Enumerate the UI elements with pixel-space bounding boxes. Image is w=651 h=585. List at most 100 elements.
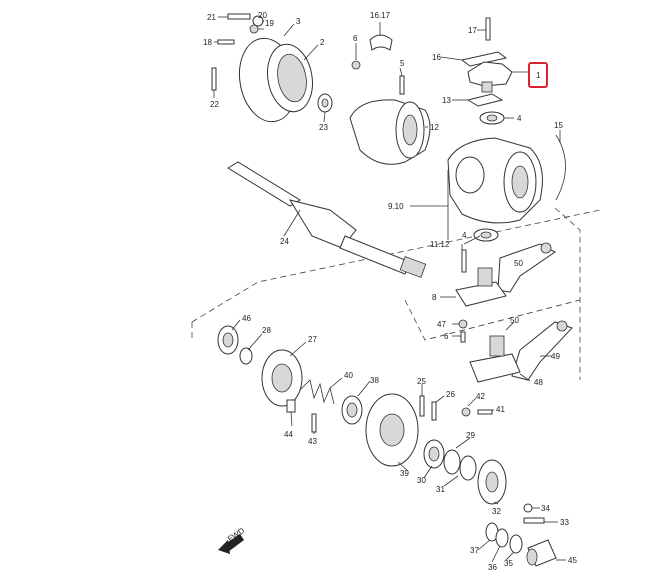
part-15-snap-ring [555,134,566,201]
part-28-washer [239,347,253,365]
part-12-housing [349,99,431,165]
part-24-drive-shaft [227,161,427,278]
label-32: 32 [492,507,501,516]
part-45-cap [526,539,557,567]
label-40: 40 [344,371,353,380]
bolt-5 [399,75,405,95]
nut-47 [458,319,468,329]
label-28: 28 [262,326,271,335]
washer-34 [523,503,533,513]
ring-29 [443,449,461,475]
front-arrow: FWD [218,526,246,554]
part-27-flange [261,349,303,407]
label-17: 17 [468,26,477,35]
part-38-ring [341,395,363,425]
label-26: 26 [446,390,455,399]
bolt-26 [431,401,437,421]
label-38: 38 [370,376,379,385]
group-outline-right [554,207,581,380]
label-43: 43 [308,437,317,446]
label-41: 41 [496,405,505,414]
washer-19 [249,24,259,34]
leader-lines [213,16,566,563]
part-46-seal [217,325,239,355]
label-6-lower: 6 [444,332,449,341]
bolt-21 [227,13,251,20]
bolt-17 [485,17,491,41]
label-50-lower: 50 [514,259,523,268]
label-45: 45 [568,556,577,565]
part-6-nut [351,60,361,70]
label-9-10: 9.10 [388,202,404,211]
label-37: 37 [470,546,479,555]
label-46: 46 [242,314,251,323]
label-48: 48 [534,378,543,387]
label-36: 36 [488,563,497,572]
part-3-housing [238,37,313,123]
part-49-arm-lower [511,320,573,381]
bearing-4-upper [479,111,505,125]
label-4-upper: 4 [517,114,522,123]
label-19: 19 [265,19,274,28]
bolt-18 [217,39,235,45]
bearing-30 [423,439,445,469]
shim-13 [466,93,504,107]
label-6-top: 6 [353,34,358,43]
bolt-41 [477,409,493,415]
ring-36 [495,528,509,548]
bolt-11-12 [461,249,467,273]
label-50-upper: 50 [510,316,519,325]
label-18: 18 [203,38,212,47]
label-31: 31 [436,485,445,494]
label-29: 29 [466,431,475,440]
label-4-lower: 4 [462,231,467,240]
part-1-kingpin [467,61,513,93]
label-25: 25 [417,377,426,386]
label-8: 8 [432,293,437,302]
label-12: 12 [430,123,439,132]
label-22: 22 [210,100,219,109]
label-47: 47 [437,320,446,329]
bolt-22 [211,67,217,91]
part-8-bracket [455,267,507,307]
part-39-hub [365,393,419,467]
ring-31 [459,455,477,481]
label-2: 2 [320,38,325,47]
label-44: 44 [284,430,293,439]
shim-16 [460,51,508,67]
part-48-bracket [469,335,521,383]
nut-42 [461,407,471,417]
label-21: 21 [207,13,216,22]
label-1: 1 [536,71,541,80]
label-39: 39 [400,469,409,478]
bolt-33 [523,517,545,524]
part-50-arm-upper [497,242,556,293]
ring-35 [509,534,523,554]
part-40-spring [299,379,335,405]
label-13: 13 [442,96,451,105]
bolt-25 [419,395,425,417]
group-outline-mid [404,299,581,341]
label-24: 24 [280,237,289,246]
label-20: 20 [258,11,267,20]
part-23-bushing [317,93,333,113]
highlight-box-part-1 [528,62,548,88]
label-5: 5 [400,59,405,68]
bolt-43 [311,413,317,433]
bearing-4-lower [473,228,499,242]
label-42: 42 [476,392,485,401]
label-35: 35 [504,559,513,568]
label-16: 16 [432,53,441,62]
part-32-flange [477,459,507,505]
label-27: 27 [308,335,317,344]
label-23: 23 [319,123,328,132]
label-16-17: 16.17 [370,11,391,20]
label-11-12: 11.12 [430,240,450,249]
part-44-bracket [286,399,296,413]
label-3: 3 [296,17,301,26]
bolt-6 [460,331,466,343]
label-49: 49 [551,352,560,361]
label-34: 34 [541,504,550,513]
